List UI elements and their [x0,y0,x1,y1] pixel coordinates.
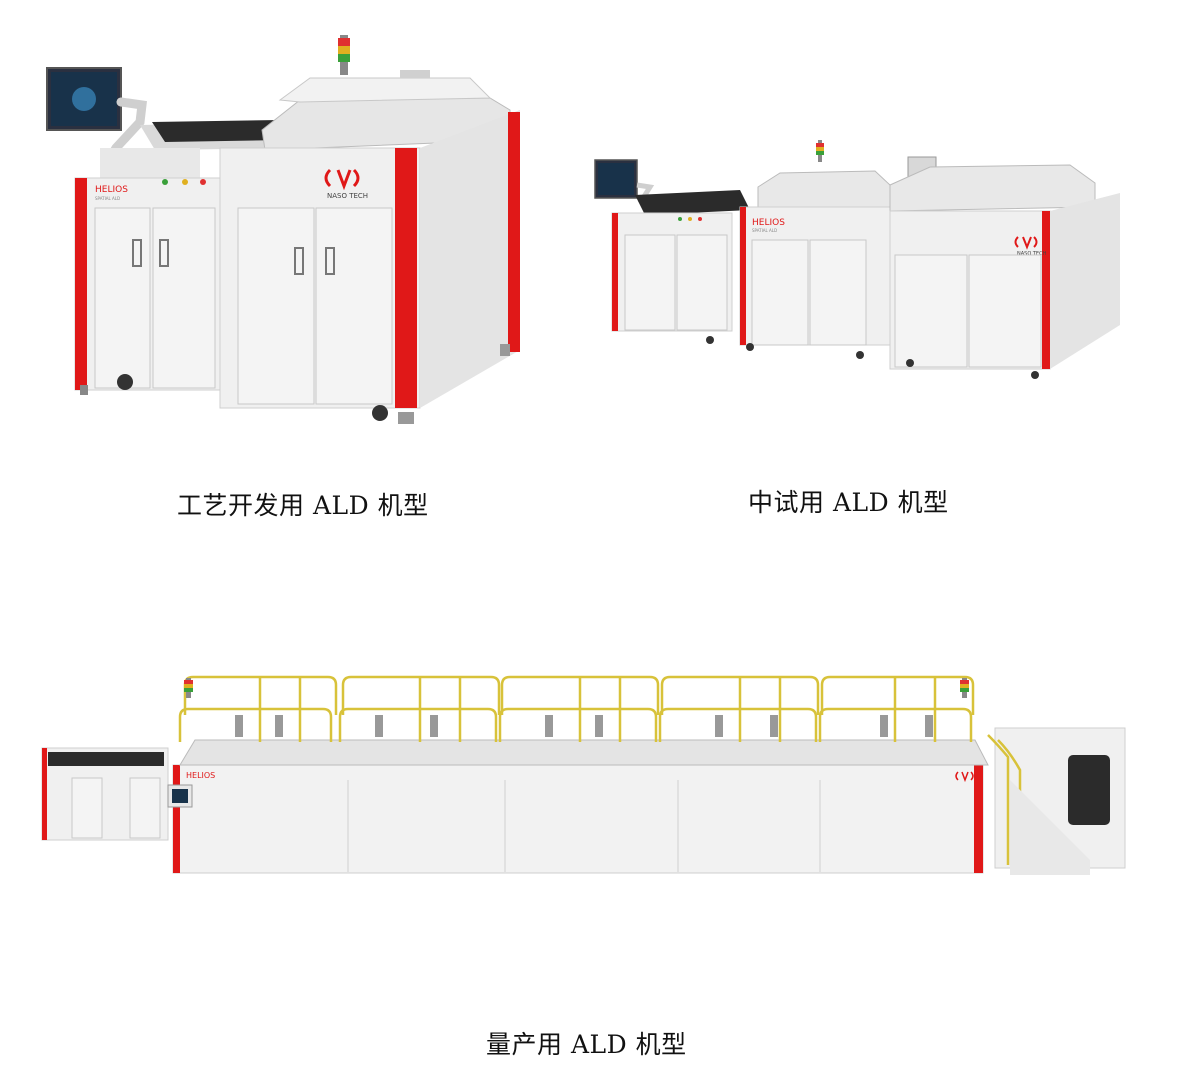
brand-logo: NASO TECH [324,168,368,200]
machine-image-process-dev: HELIOS SPATIAL ALD NASO TECH [40,30,540,440]
brand-subtext: SPATIAL ALD [95,196,120,201]
logo-text: NASO TECH [327,192,368,200]
caption-mass-production: 量产用 ALD 机型 [486,1030,687,1059]
brand-text: HELIOS [752,218,785,228]
caption-pilot: 中试用 ALD 机型 [748,488,949,517]
machine-image-mass-production: HELIOS [30,660,1140,895]
safety-rail [178,675,975,742]
caption-process-dev: 工艺开发用 ALD 机型 [177,491,429,520]
brand-text: HELIOS [186,771,215,780]
monitor [46,67,147,163]
machine-image-pilot: HELIOS SPATIAL ALD NASO TECH [590,135,1130,385]
brand-subtext: SPATIAL ALD [752,228,777,233]
brand-text: HELIOS [95,185,128,195]
logo-text: NASO TECH [1017,251,1047,257]
brand-logo: NASO TECH [1014,236,1047,257]
